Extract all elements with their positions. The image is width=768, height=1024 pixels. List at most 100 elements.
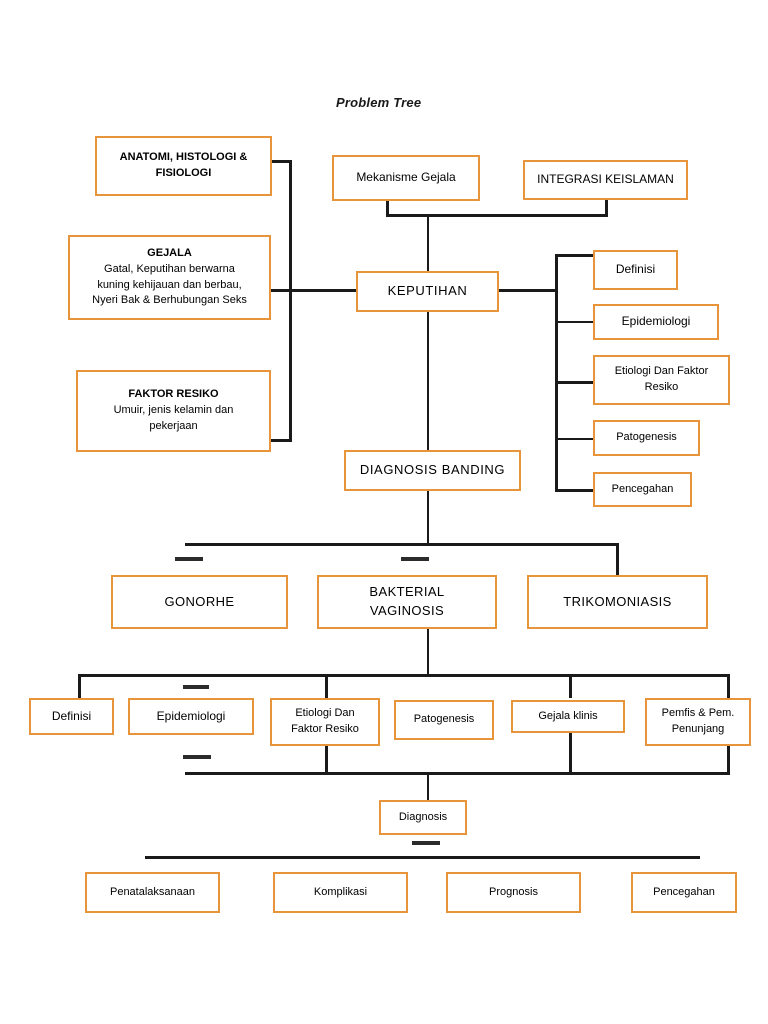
node-workup-patogenesis[interactable]: Patogenesis bbox=[394, 700, 494, 740]
node-outcome-prognosis-label: Prognosis bbox=[489, 885, 538, 898]
node-differential-bakterial-line2: VAGINOSIS bbox=[369, 603, 445, 618]
connector-bar-to-trikomoniasis bbox=[616, 543, 619, 575]
node-differential-bakterial-vaginosis[interactable]: BAKTERIAL VAGINOSIS bbox=[317, 575, 497, 629]
node-diagnosis-banding[interactable]: DIAGNOSIS BANDING bbox=[344, 450, 521, 491]
node-diagnosis[interactable]: Diagnosis bbox=[379, 800, 467, 835]
connector-anatomi-to-spine bbox=[270, 160, 292, 163]
connector-workup-top-bar bbox=[78, 674, 729, 677]
connector-stub-epidemiologi-bottom bbox=[183, 755, 211, 759]
node-anatomi-line2: FISIOLOGI bbox=[155, 167, 212, 179]
node-integrasi-keislaman[interactable]: INTEGRASI KEISLAMAN bbox=[523, 160, 688, 200]
node-aspect-epidemiologi[interactable]: Epidemiologi bbox=[593, 304, 719, 340]
connector-faktor-to-spine bbox=[270, 439, 292, 442]
connector-gejalaklinis-down bbox=[569, 731, 572, 774]
node-faktor-resiko-line1: Umuir, jenis kelamin dan bbox=[113, 404, 234, 417]
node-gejala-line1: Gatal, Keputihan berwarna bbox=[104, 262, 235, 275]
node-anatomi-histologi-fisiologi[interactable]: ANATOMI, HISTOLOGI & FISIOLOGI bbox=[95, 136, 272, 196]
node-aspect-definisi[interactable]: Definisi bbox=[593, 250, 678, 290]
connector-etiologi-down bbox=[325, 744, 328, 774]
connector-stub-gonorhe bbox=[175, 557, 203, 561]
node-workup-definisi[interactable]: Definisi bbox=[29, 698, 114, 735]
connector-integrasi-down bbox=[605, 200, 608, 216]
node-differential-trikomoniasis[interactable]: TRIKOMONIASIS bbox=[527, 575, 708, 629]
connector-right-to-etiologi bbox=[555, 381, 593, 384]
connector-left-spine bbox=[289, 160, 292, 441]
connector-right-spine bbox=[555, 254, 558, 492]
node-workup-patogenesis-label: Patogenesis bbox=[413, 713, 475, 726]
node-outcome-komplikasi-label: Komplikasi bbox=[313, 885, 368, 898]
page-title: Problem Tree bbox=[336, 95, 422, 110]
node-outcome-pencegahan[interactable]: Pencegahan bbox=[631, 872, 737, 913]
node-differential-gonorhe-label: GONORHE bbox=[164, 593, 235, 609]
connector-bakterial-to-workup bbox=[427, 629, 429, 675]
node-workup-etiologi-line1: Etiologi Dan bbox=[295, 707, 355, 720]
node-workup-gejala-klinis-label: Gejala klinis bbox=[538, 709, 598, 722]
node-aspect-pencegahan[interactable]: Pencegahan bbox=[593, 472, 692, 507]
node-workup-gejala-klinis[interactable]: Gejala klinis bbox=[511, 700, 625, 733]
node-workup-pemfis-penunjang[interactable]: Pemfis & Pem. Penunjang bbox=[645, 698, 751, 746]
connector-workup-etiologi-drop bbox=[325, 674, 328, 698]
connector-workup-gejala-drop bbox=[569, 674, 572, 698]
connector-pemfis-down bbox=[727, 744, 730, 774]
connector-right-top-cap bbox=[555, 254, 593, 257]
node-faktor-resiko[interactable]: FAKTOR RESIKO Umuir, jenis kelamin dan p… bbox=[76, 370, 271, 452]
connector-right-bottom-cap bbox=[555, 489, 593, 492]
node-faktor-resiko-heading: FAKTOR RESIKO bbox=[128, 388, 219, 401]
node-gejala-line3: Nyeri Bak & Berhubungan Seks bbox=[92, 294, 247, 307]
connector-keputihan-to-db bbox=[427, 311, 429, 450]
connector-right-to-epidemiologi bbox=[555, 321, 593, 323]
node-keputihan-label: KEPUTIHAN bbox=[387, 283, 468, 299]
connector-right-to-patogenesis bbox=[555, 438, 593, 440]
node-aspect-etiologi-line1: Etiologi Dan Faktor bbox=[614, 365, 709, 378]
node-outcome-komplikasi[interactable]: Komplikasi bbox=[273, 872, 408, 913]
node-faktor-resiko-line2: pekerjaan bbox=[149, 419, 198, 432]
connector-workup-bottom-bar bbox=[185, 772, 730, 775]
connector-topjoin-to-keputihan bbox=[427, 214, 429, 271]
node-outcome-pencegahan-label: Pencegahan bbox=[653, 885, 715, 898]
node-keputihan[interactable]: KEPUTIHAN bbox=[356, 271, 499, 312]
node-gejala-line2: kuning kehijauan dan berbau, bbox=[97, 278, 242, 291]
node-aspect-etiologi-faktor-resiko[interactable]: Etiologi Dan Faktor Resiko bbox=[593, 355, 730, 405]
connector-workup-left-drop bbox=[78, 674, 81, 698]
node-aspect-pencegahan-label: Pencegahan bbox=[611, 482, 674, 495]
node-outcome-prognosis[interactable]: Prognosis bbox=[446, 872, 581, 913]
node-integrasi-keislaman-label: INTEGRASI KEISLAMAN bbox=[537, 172, 674, 187]
connector-top-join-bar bbox=[386, 214, 608, 217]
connector-gejala-to-spine bbox=[270, 289, 292, 292]
node-outcome-penatalaksanaan-label: Penatalaksanaan bbox=[109, 885, 195, 898]
node-gejala-heading: GEJALA bbox=[147, 246, 192, 259]
node-diagnosis-label: Diagnosis bbox=[398, 810, 448, 823]
node-diagnosis-banding-label: DIAGNOSIS BANDING bbox=[359, 462, 506, 478]
node-anatomi-line1: ANATOMI, HISTOLOGI & bbox=[119, 151, 248, 164]
node-aspect-definisi-label: Definisi bbox=[615, 262, 656, 277]
node-differential-trikomoniasis-label: TRIKOMONIASIS bbox=[563, 593, 672, 609]
node-aspect-patogenesis-label: Patogenesis bbox=[616, 431, 677, 444]
node-workup-epidemiologi[interactable]: Epidemiologi bbox=[128, 698, 254, 735]
node-differential-bakterial-line1: BAKTERIAL bbox=[369, 584, 445, 600]
connector-differentials-bar bbox=[185, 543, 619, 546]
node-aspect-etiologi-line2: Resiko bbox=[644, 381, 679, 393]
node-mekanisme-gejala[interactable]: Mekanisme Gejala bbox=[332, 155, 480, 201]
node-outcome-penatalaksanaan[interactable]: Penatalaksanaan bbox=[85, 872, 220, 913]
node-workup-pemfis-line2: Penunjang bbox=[671, 723, 725, 735]
node-aspect-patogenesis[interactable]: Patogenesis bbox=[593, 420, 700, 456]
connector-db-to-bar bbox=[427, 490, 429, 545]
connector-bar-to-diagnosis bbox=[427, 772, 429, 800]
connector-stub-epidemiologi-top bbox=[183, 685, 209, 689]
connector-spine-to-keputihan bbox=[289, 289, 356, 292]
connector-workup-right-drop bbox=[727, 674, 730, 698]
node-workup-pemfis-line1: Pemfis & Pem. bbox=[661, 707, 735, 720]
connector-stub-bakterial bbox=[401, 557, 429, 561]
node-workup-etiologi-faktor-resiko[interactable]: Etiologi Dan Faktor Resiko bbox=[270, 698, 380, 746]
node-aspect-epidemiologi-label: Epidemiologi bbox=[621, 314, 691, 329]
node-workup-definisi-label: Definisi bbox=[51, 708, 92, 723]
node-workup-etiologi-line2: Faktor Resiko bbox=[291, 723, 359, 735]
connector-keputihan-to-right bbox=[499, 289, 557, 292]
connector-outcomes-bar bbox=[145, 856, 700, 859]
connector-mekanisme-down bbox=[386, 200, 389, 216]
node-differential-gonorhe[interactable]: GONORHE bbox=[111, 575, 288, 629]
node-workup-epidemiologi-label: Epidemiologi bbox=[156, 708, 226, 723]
node-mekanisme-gejala-label: Mekanisme Gejala bbox=[356, 170, 456, 185]
node-gejala[interactable]: GEJALA Gatal, Keputihan berwarna kuning … bbox=[68, 235, 271, 320]
